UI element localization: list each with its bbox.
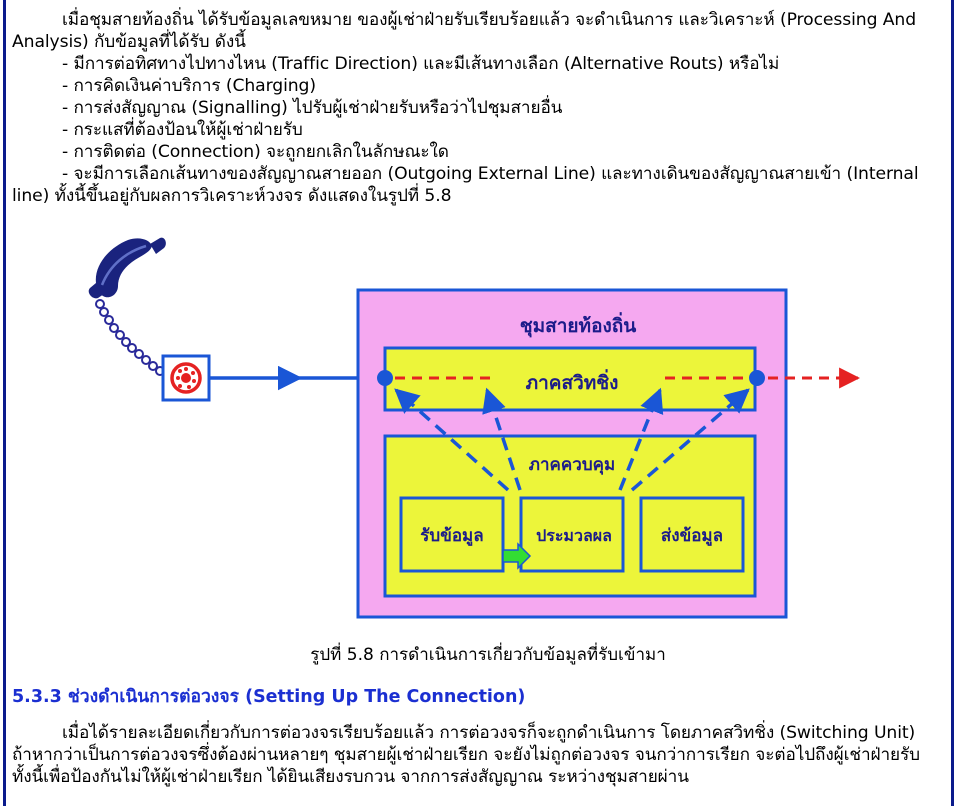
intro-line-1: เมื่อชุมสายท้องถิ่น ได้รับข้อมูลเลขหมาย …: [62, 10, 917, 30]
telephone-handset-icon: [88, 237, 166, 299]
setup-paragraph: เมื่อได้รายละเอียดเกี่ยวกับการต่อวงจรเรี…: [12, 722, 942, 788]
rotary-dial-icon: [161, 354, 211, 402]
bullet-traffic-direction: - มีการต่อทิศทางไปทางไหน (Traffic Direct…: [62, 54, 780, 74]
switch-input-node: [377, 370, 393, 386]
bullet-current-feed: - กระแสที่ต้องป้อนให้ผู้เช่าฝ่ายรับ: [62, 120, 303, 140]
figure-caption-text: รูปที่ 5.8 การดำเนินการเกี่ยวกับข้อมูลที…: [310, 645, 666, 665]
page-frame: [3, 0, 954, 806]
receive-data-label: รับข้อมูล: [420, 526, 483, 547]
figure-caption: รูปที่ 5.8 การดำเนินการเกี่ยวกับข้อมูลที…: [0, 641, 960, 668]
green-flow-arrow-icon: [502, 542, 532, 570]
switch-output-node: [749, 370, 765, 386]
send-data-label: ส่งข้อมูล: [661, 526, 723, 547]
process-box: [519, 496, 625, 573]
intro-line-2: Analysis) กับข้อมูลที่ได้รับ ดังนี้: [12, 32, 246, 52]
intro-paragraph: เมื่อชุมสายท้องถิ่น ได้รับข้อมูลเลขหมาย …: [12, 9, 942, 207]
switching-unit-label: ภาคสวิทชิ่ง: [526, 369, 619, 394]
control-unit-label: ภาคควบคุม: [529, 455, 615, 475]
intro-tail: line) ทั้งนี้ขึ้นอยู่กับผลการวิเคราะห์วง…: [12, 186, 452, 206]
control-signal-arrows: [394, 387, 750, 492]
setup-line-1: เมื่อได้รายละเอียดเกี่ยวกับการต่อวงจรเรี…: [62, 723, 916, 743]
bullet-charging: - การคิดเงินค่าบริการ (Charging): [62, 76, 316, 96]
process-label: ประมวลผล: [536, 526, 612, 545]
local-exchange-title: ชุมสายท้องถิ่น: [520, 312, 637, 338]
setup-line-2: ถ้าหากว่าเป็นการต่อวงจรซึ่งต้องผ่านหลายๆ…: [12, 745, 920, 765]
setup-line-3: ทั้งนี้เพื่อป้องกันไม่ให้ผู้เช่าฝ่ายเรีย…: [12, 767, 689, 787]
receive-data-box: [399, 496, 505, 573]
section-heading: 5.3.3 ช่วงดำเนินการต่อวงจร (Setting Up T…: [12, 687, 526, 707]
send-data-box: [639, 496, 745, 573]
coiled-cord-icon: [95, 299, 165, 376]
bullet-signalling: - การส่งสัญญาณ (Signalling) ไปรับผู้เช่า…: [62, 98, 563, 118]
bullet-route-selection: - จะมีการเลือกเส้นทางของสัญญาณสายออก (Ou…: [62, 164, 919, 184]
bullet-connection: - การติดต่อ (Connection) จะถูกยกเลิกในลั…: [62, 142, 449, 162]
